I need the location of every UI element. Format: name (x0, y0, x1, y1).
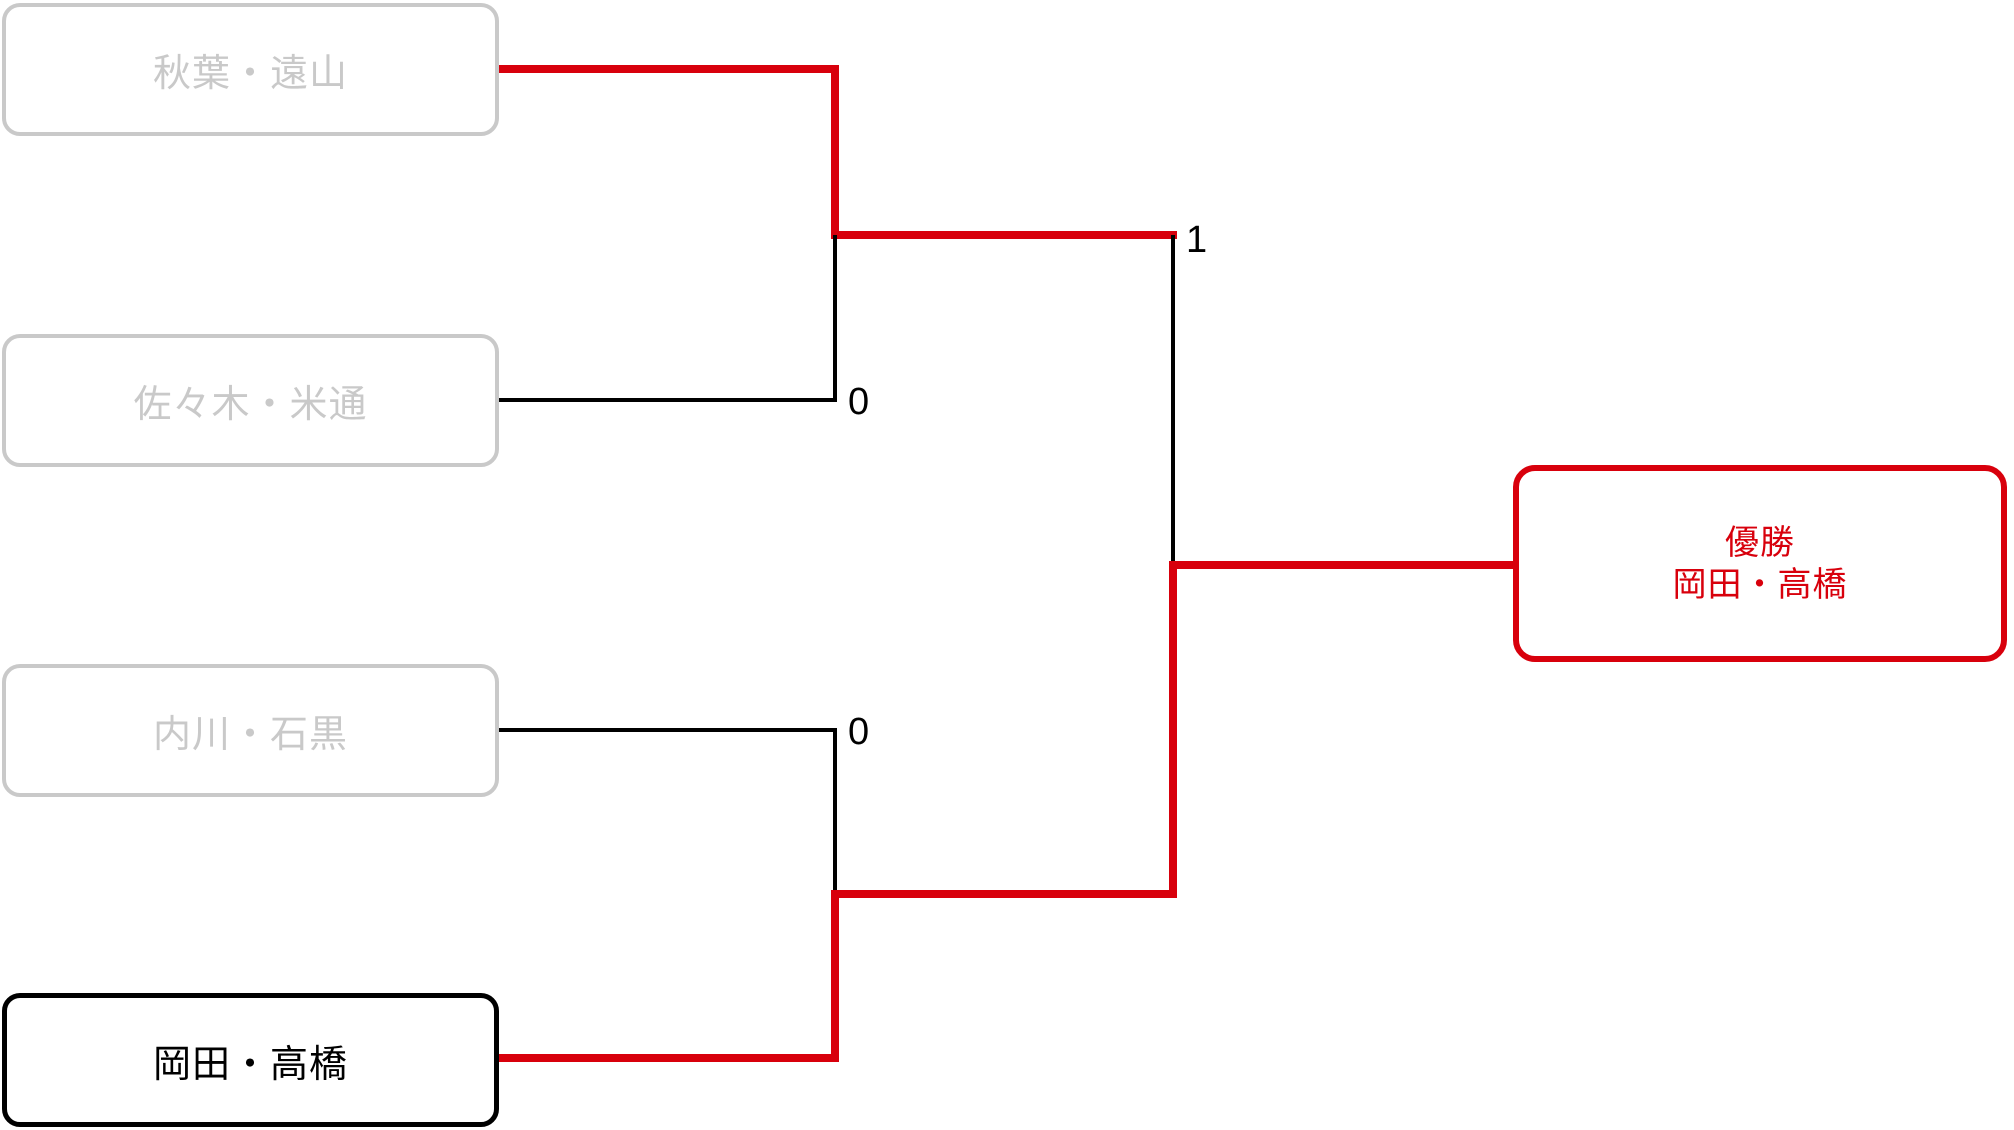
team-name: 内川・石黒 (152, 714, 348, 756)
match1-winner-line-horizontal (499, 65, 839, 73)
final-output-line (1169, 561, 1513, 569)
match2-loser-line-vertical (833, 728, 837, 896)
team-box-akiba-toyama: 秋葉・遠山 (2, 3, 499, 136)
team-name: 秋葉・遠山 (152, 53, 348, 95)
match2-winner-line-horizontal (499, 1054, 839, 1062)
match1-loser-line-vertical (833, 235, 837, 402)
champion-box: 優勝 岡田・高橋 (1513, 465, 2007, 662)
champion-name: 岡田・高橋 (1672, 565, 1848, 604)
team-name: 佐々木・米通 (133, 384, 368, 426)
score-final-top: 1 (1186, 219, 1208, 261)
match1-loser-line-horizontal (499, 398, 837, 402)
team-box-uchikawa-ishiguro: 内川・石黒 (2, 664, 499, 797)
match1-output-line (831, 231, 1177, 239)
score-match1-loser: 0 (848, 381, 870, 423)
team-box-sasaki-yonemichi: 佐々木・米通 (2, 334, 499, 467)
final-loser-line-vertical (1171, 235, 1175, 565)
match2-loser-line-horizontal (499, 728, 837, 732)
final-winner-line-vertical (1169, 561, 1177, 898)
team-name: 岡田・高橋 (152, 1043, 348, 1086)
match1-winner-line-vertical (831, 65, 839, 239)
match2-winner-line-vertical (831, 890, 839, 1062)
score-match2-loser: 0 (848, 711, 870, 753)
champion-title: 優勝 (1725, 523, 1795, 562)
match2-output-line (831, 890, 1177, 898)
team-box-okada-takahashi: 岡田・高橋 (2, 993, 499, 1127)
